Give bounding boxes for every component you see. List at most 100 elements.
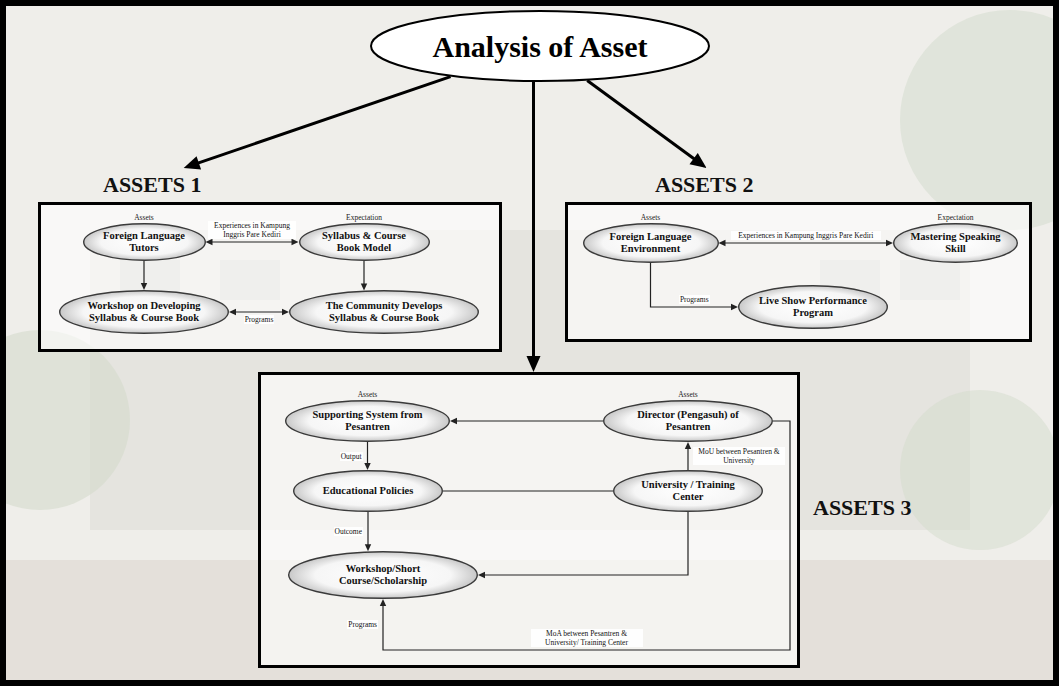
asset-ellipse: Live Show Performance Program [738,285,888,329]
ellipse-shape [371,11,709,81]
ellipse-shape [290,291,479,334]
arrow-head [141,283,147,290]
connector-line [687,446,688,470]
connector-line [482,512,688,575]
asset-ellipse: Educational Policies [293,470,443,512]
ellipse-text: Director (Pengasuh) of Pesantren [624,409,753,433]
asset-group: ASSETS 1 AssetsForeign Language Tutors Exp… [38,168,502,352]
connector [478,512,688,578]
asset-ellipse: ExpectationMastering Speaking Skill [893,223,1018,263]
arrow-head [380,599,386,606]
asset-ellipse: ExpectationSyllabus & Course Book Model [299,223,430,261]
arrow-head [229,309,236,315]
connector-line [143,261,144,286]
ellipse-text: Supporting System from Pesantren [305,409,430,433]
ellipse-shape [604,401,773,442]
arrow-head [292,239,299,245]
connector-label: Experiences in Kampung Inggris Pare Kedi… [731,231,881,240]
arrow-head [365,544,371,551]
arrow-head [719,240,726,246]
ellipse-text: Educational Policies [311,485,425,497]
connector [651,263,739,310]
asset-ellipse: AssetsForeign Language Environment [583,223,719,263]
ellipse-text: Mastering Speaking Skill [908,231,1003,255]
connector-line [532,82,535,362]
connector-line [651,263,734,307]
group-heading: ASSETS 2 [565,168,1032,202]
connector [184,77,451,170]
connector-label: Experiences in Kampung Inggris Pare Kedi… [208,221,296,239]
tree [900,390,1059,550]
asset-ellipse: Workshop/Short Course/Scholarship [288,551,478,599]
ellipse-text: University / Training Center [631,479,745,503]
asset-ellipse: AssetsDirector (Pengasuh) of Pesantren [603,400,773,442]
ellipse-shape [614,471,763,512]
ellipse-text: Foreign Language Tutors [98,230,191,254]
connector [587,81,706,168]
arrow-head [685,442,691,449]
ellipse-shape [739,286,888,329]
connector [141,261,147,290]
arrow-head [364,463,370,470]
ellipse-shape [294,471,443,512]
connector [443,491,613,492]
connector [206,239,299,245]
connector-line [233,311,285,312]
connector [361,261,367,290]
connector-line [443,490,613,491]
role-caption: Assets [83,213,206,222]
connector [527,82,541,372]
role-caption: Expectation [299,213,430,222]
arrow-head [450,418,457,424]
programs-note: Programs [347,620,378,629]
asset-ellipse: The Community Develops Syllabus & Course… [289,290,479,334]
connector-line [723,242,889,243]
ellipse-shape [583,224,718,263]
asset-ellipse: Workshop on Developing Syllabus & Course… [59,290,229,334]
title-text: Analysis of Asset [432,30,647,63]
connector-line [210,241,295,242]
ellipse-text: The Community Develops Syllabus & Course… [312,300,456,324]
ellipse-shape [289,552,478,599]
ellipse-text: Workshop on Developing Syllabus & Course… [80,300,209,324]
ellipse-shape [299,224,429,261]
ellipse-shape [286,401,450,442]
connector-line [363,261,364,286]
asset-ellipse: AssetsSupporting System from Pesantren [285,400,450,442]
arrow-head [731,304,738,310]
asset-ellipse: University / Training Center [613,470,763,512]
connector-label: Programs [244,315,275,324]
connector-label: MoA between Pesantren & University/ Trai… [531,629,643,647]
connector-line [367,512,368,547]
role-caption: Assets [603,390,773,399]
arrow-head [361,283,367,290]
arrow-head [478,572,485,578]
group-heading: ASSETS 1 [38,168,502,202]
title-ellipse: Analysis of Asset [370,10,710,82]
tree [0,330,130,510]
connector [364,442,370,470]
ellipse-text: Live Show Performance Program [756,295,870,319]
ellipse-text: Syllabus & Course Book Model [314,230,414,254]
connector-line [383,421,790,650]
arrow-head [206,239,213,245]
group-frame: AssetsForeign Language Environment Expect… [565,202,1032,342]
connector-line [587,81,699,163]
picture-frame [3,3,1056,683]
connector [685,442,691,470]
tree [900,10,1059,230]
ellipse-text: Foreign Language Environment [599,231,702,255]
panel-ground [38,202,502,352]
asset-group: ASSETS 2AssetsForeign Language Environme… [565,168,1032,342]
connector-line [367,442,368,466]
connector [719,240,894,246]
connector-line [193,77,451,165]
connector [450,418,603,424]
arrow-head [689,153,706,168]
ellipse-shape [894,224,1018,263]
ellipse-shape [60,291,229,334]
